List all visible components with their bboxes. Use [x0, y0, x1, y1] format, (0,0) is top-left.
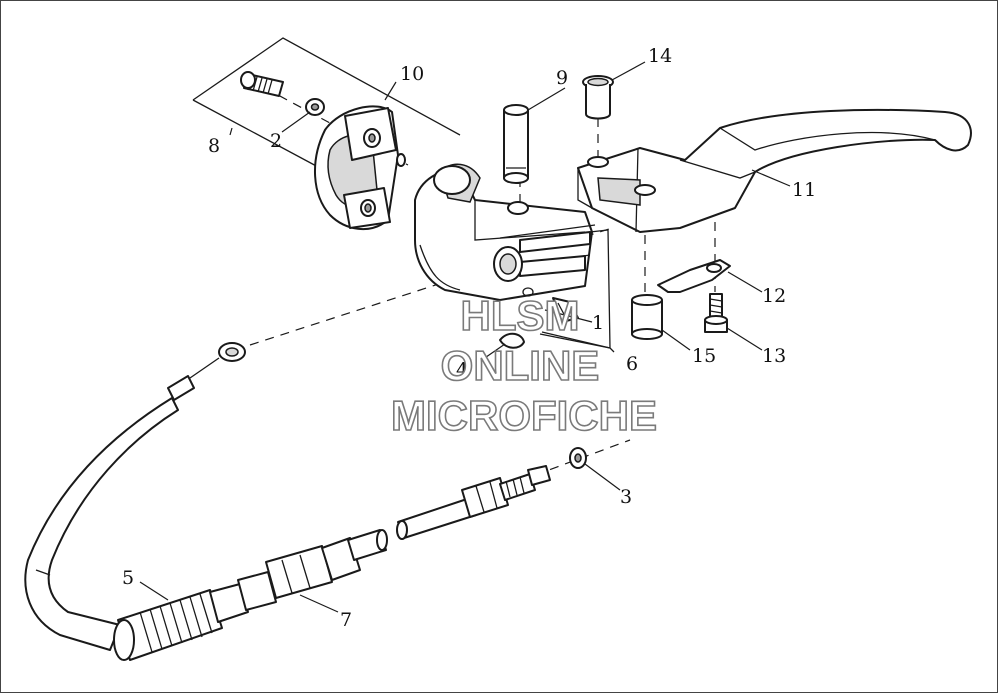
- callout-4: 4: [456, 359, 468, 381]
- watermark-line-2: ONLINE: [441, 342, 600, 389]
- clutch-cable: [24, 342, 388, 661]
- bushing-14: [582, 75, 614, 120]
- pivot-pin-9: [503, 104, 529, 184]
- callout-9: 9: [556, 67, 568, 89]
- ring: [396, 153, 406, 167]
- washer-3: [569, 447, 587, 469]
- clamp-10: [314, 105, 399, 231]
- callout-14: 14: [648, 45, 672, 67]
- cable-adjuster: [396, 465, 551, 540]
- callout-15: 15: [692, 345, 716, 367]
- callout-11: 11: [792, 179, 816, 201]
- callout-5: 5: [122, 567, 134, 589]
- callout-12: 12: [762, 285, 786, 307]
- callout-labels: 1 2 3 4 5 6 7 8 9 10 11 12 13 14 15: [122, 45, 816, 631]
- callout-13: 13: [762, 345, 786, 367]
- washer-2: [305, 98, 325, 116]
- leader-lines: [139, 61, 791, 613]
- watermark-line-1: HLSM: [461, 292, 580, 339]
- screw-8: [240, 71, 284, 97]
- bushing-15: [631, 294, 663, 340]
- watermark-line-3: MICROFICHE: [391, 392, 657, 439]
- group-bracket-8: [192, 37, 461, 169]
- clutch-lever-11: [577, 108, 972, 233]
- callout-10: 10: [400, 63, 424, 85]
- callout-1: 1: [592, 312, 604, 334]
- callout-6: 6: [626, 353, 638, 375]
- callout-2: 2: [270, 130, 282, 152]
- callout-3: 3: [620, 486, 632, 508]
- watermark: HLSM ONLINE MICROFICHE: [390, 291, 658, 440]
- screw-13: [704, 293, 728, 333]
- clip-4: [499, 332, 525, 349]
- plate-12: [657, 259, 731, 293]
- callout-7: 7: [340, 609, 352, 631]
- lever-bracket-6: [414, 163, 596, 301]
- callout-8: 8: [208, 135, 220, 157]
